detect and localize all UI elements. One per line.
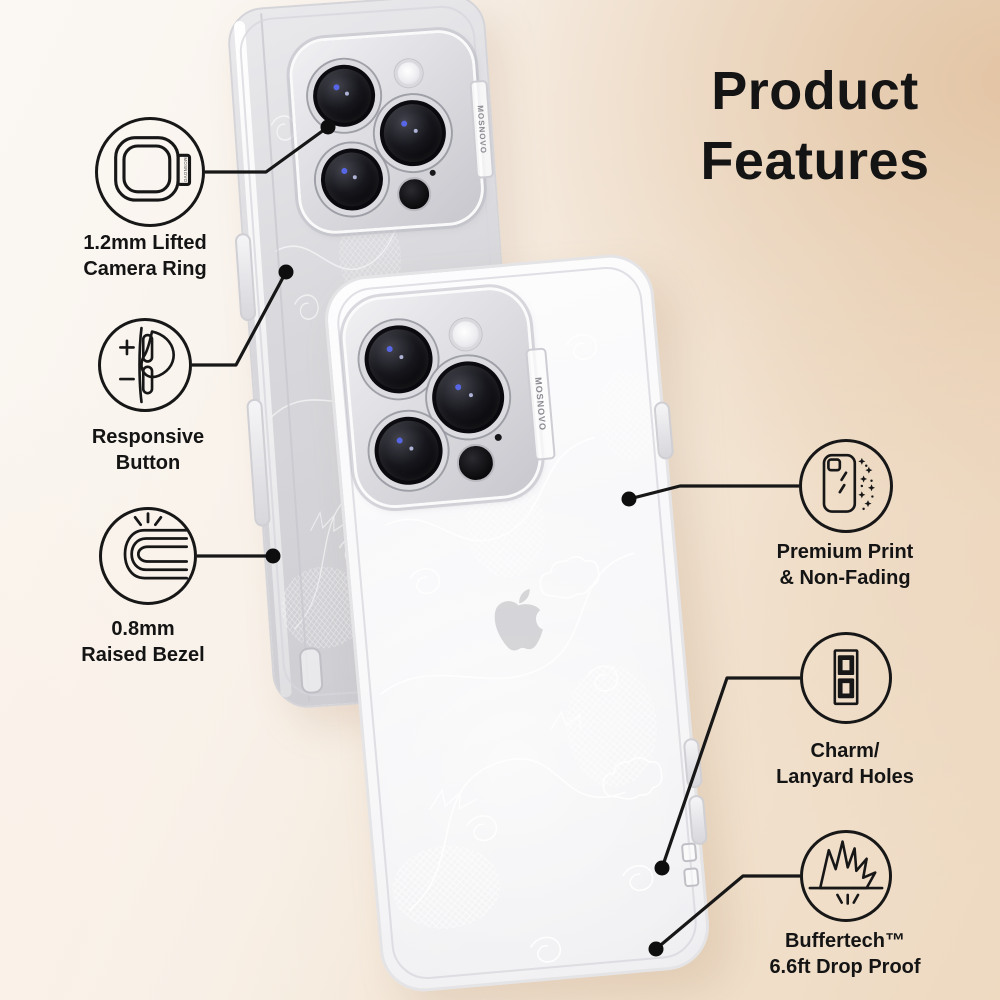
lens-glint: [413, 128, 419, 134]
lens-glint: [345, 91, 350, 96]
lens-glint: [396, 437, 404, 445]
title-line-2: Features: [700, 131, 930, 192]
lens-glint: [333, 83, 340, 91]
side-button: [682, 737, 704, 789]
brand-tab-micro-text: MOSNOVO: [183, 157, 188, 182]
camera-module: MOSNOVO: [342, 287, 556, 509]
lens-glint: [401, 120, 408, 127]
camera-module: MOSNOVO: [290, 30, 495, 233]
lanyard-holes-icon: [833, 649, 859, 706]
brand-tab: MOSNOVO: [469, 79, 495, 179]
feature-label: Buffertech™ 6.6ft Drop Proof: [769, 930, 921, 978]
side-button: [687, 794, 709, 846]
lens-glint: [352, 175, 358, 180]
camera-lens: [372, 92, 454, 174]
camera-lens: [313, 141, 391, 218]
feature-circle: MOSNOVO: [95, 117, 205, 227]
lens-glint: [341, 167, 348, 174]
lens-glint: [386, 346, 394, 353]
phone-sparkles-icon: [822, 453, 876, 513]
impact-absorb-icon: [808, 840, 884, 905]
feature-circle: [99, 507, 197, 605]
feature-circle: [799, 439, 893, 533]
feature-circle: [98, 318, 192, 412]
feature-circle: [800, 830, 892, 922]
page-title: Product Features: [660, 56, 970, 196]
title-line-1: Product: [711, 61, 919, 121]
lanyard-hole: [680, 842, 698, 863]
lens-glint: [455, 383, 462, 391]
feature-label: 1.2mm Lifted Camera Ring: [83, 232, 207, 280]
feature-label: Premium Print & Non-Fading: [776, 541, 914, 589]
feature-label: Responsive Button: [91, 426, 205, 474]
camera-ring-icon: MOSNOVO: [114, 136, 192, 202]
volume-buttons-press-icon: [119, 326, 175, 404]
mic-dot: [429, 169, 436, 177]
feature-label: 0.8mm Raised Bezel: [81, 618, 205, 666]
lanyard-hole: [683, 867, 700, 888]
camera-lens: [305, 57, 383, 135]
lidar-sensor: [396, 176, 433, 213]
apple-logo: [494, 588, 543, 651]
feature-circle: [800, 632, 892, 724]
flash: [393, 58, 424, 89]
lidar-sensor: [455, 442, 497, 484]
feature-label: Charm/ Lanyard Holes: [776, 740, 914, 788]
brand-tab-text: MOSNOVO: [533, 376, 548, 432]
raised-bezel-icon: [123, 512, 189, 580]
flash: [448, 317, 483, 352]
mic-dot: [494, 433, 503, 442]
phone-case-back-view: MOSNOVO: [321, 250, 713, 996]
lens-glint: [399, 354, 404, 360]
lanyard-hole: [298, 646, 324, 695]
brand-tab-text: MOSNOVO: [475, 104, 488, 154]
lens-glint: [409, 446, 414, 451]
lens-glint: [469, 392, 474, 397]
